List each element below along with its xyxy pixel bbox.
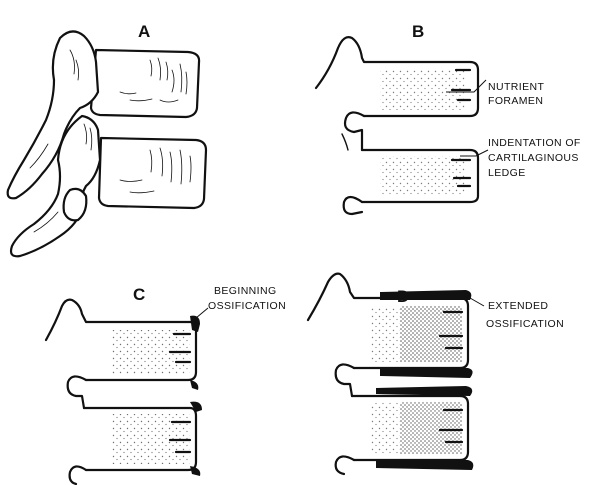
upper-spinous-process — [6, 30, 100, 200]
panel-b-stipple-top — [380, 70, 466, 110]
panel-c-pedicle-2 — [68, 465, 88, 485]
panel-b-body-2 — [360, 148, 480, 204]
panel-c-stipple-top — [112, 330, 190, 374]
panel-d-pedicle-2 — [334, 455, 356, 476]
panel-c-ledge-top — [168, 332, 192, 364]
beginning-ossification-leader — [195, 307, 209, 319]
lower-vertebral-body — [97, 136, 208, 210]
panel-b: B NUTRIENT FORAMEN INDENTATION OF CARTIL… — [314, 22, 581, 216]
panel-c-ledge-2 — [168, 420, 192, 454]
panel-d-stipple-top-light — [370, 306, 400, 362]
body-shading — [119, 57, 192, 194]
panel-b-stipple-2 — [380, 156, 466, 196]
panel-d-posterior-outline — [306, 272, 470, 370]
panel-c-pedicle — [66, 375, 88, 410]
panel-c: C BEGINNING OSSIFICATION — [44, 285, 286, 485]
panel-a-drawing — [6, 30, 208, 258]
upper-vertebral-body — [89, 48, 201, 119]
panel-b-posterior-outline-top — [314, 36, 480, 118]
panel-d-pedicle — [334, 363, 356, 398]
panel-c-ossification-2 — [190, 401, 202, 476]
panel-letter-b: B — [412, 22, 424, 41]
panel-d-ossification-2 — [376, 386, 474, 470]
panel-b-drawing — [314, 36, 489, 216]
panel-d-ossification-top — [380, 290, 473, 378]
nutrient-foramen-leader — [446, 79, 487, 93]
panel-d-stipple-2-light — [370, 402, 400, 454]
facet-shading — [29, 49, 93, 233]
label-foramen: FORAMEN — [488, 95, 543, 107]
panel-b-ledge-2 — [450, 158, 472, 188]
panel-d-ledge-top — [438, 310, 464, 350]
panel-d-stipple-top — [400, 306, 462, 362]
lower-spinous-process — [9, 114, 102, 258]
panel-d-body-2 — [350, 394, 470, 462]
panel-c-drawing — [44, 298, 209, 485]
panel-c-posterior-outline — [44, 298, 198, 382]
cartilaginous-ledge-leader — [460, 149, 489, 157]
panel-b-pedicle-1 — [343, 111, 366, 152]
label-ossification-d: OSSIFICATION — [486, 318, 564, 330]
label-nutrient: NUTRIENT — [488, 81, 544, 93]
panel-letter-a: A — [138, 22, 150, 41]
label-cartilaginous: CARTILAGINOUS — [488, 152, 579, 164]
label-ossification-c: OSSIFICATION — [208, 300, 286, 312]
extended-ossification-leader — [469, 297, 485, 307]
panel-c-ossification-top — [190, 315, 200, 390]
panel-b-notch — [341, 133, 349, 151]
panel-d-ledge-2 — [438, 408, 464, 444]
label-ledge: LEDGE — [488, 167, 526, 179]
panel-letter-c: C — [133, 285, 145, 304]
panel-d-drawing — [306, 272, 485, 476]
panel-c-stipple-2 — [112, 414, 190, 464]
panel-d: D EXTENDED OSSIFICATION — [306, 272, 564, 476]
articular-process — [62, 187, 88, 222]
panel-a: A — [6, 22, 208, 258]
label-indentation-of: INDENTATION OF — [488, 137, 581, 149]
label-extended: EXTENDED — [488, 300, 548, 312]
panel-b-pedicle-2 — [342, 195, 364, 216]
label-beginning: BEGINNING — [214, 285, 277, 297]
